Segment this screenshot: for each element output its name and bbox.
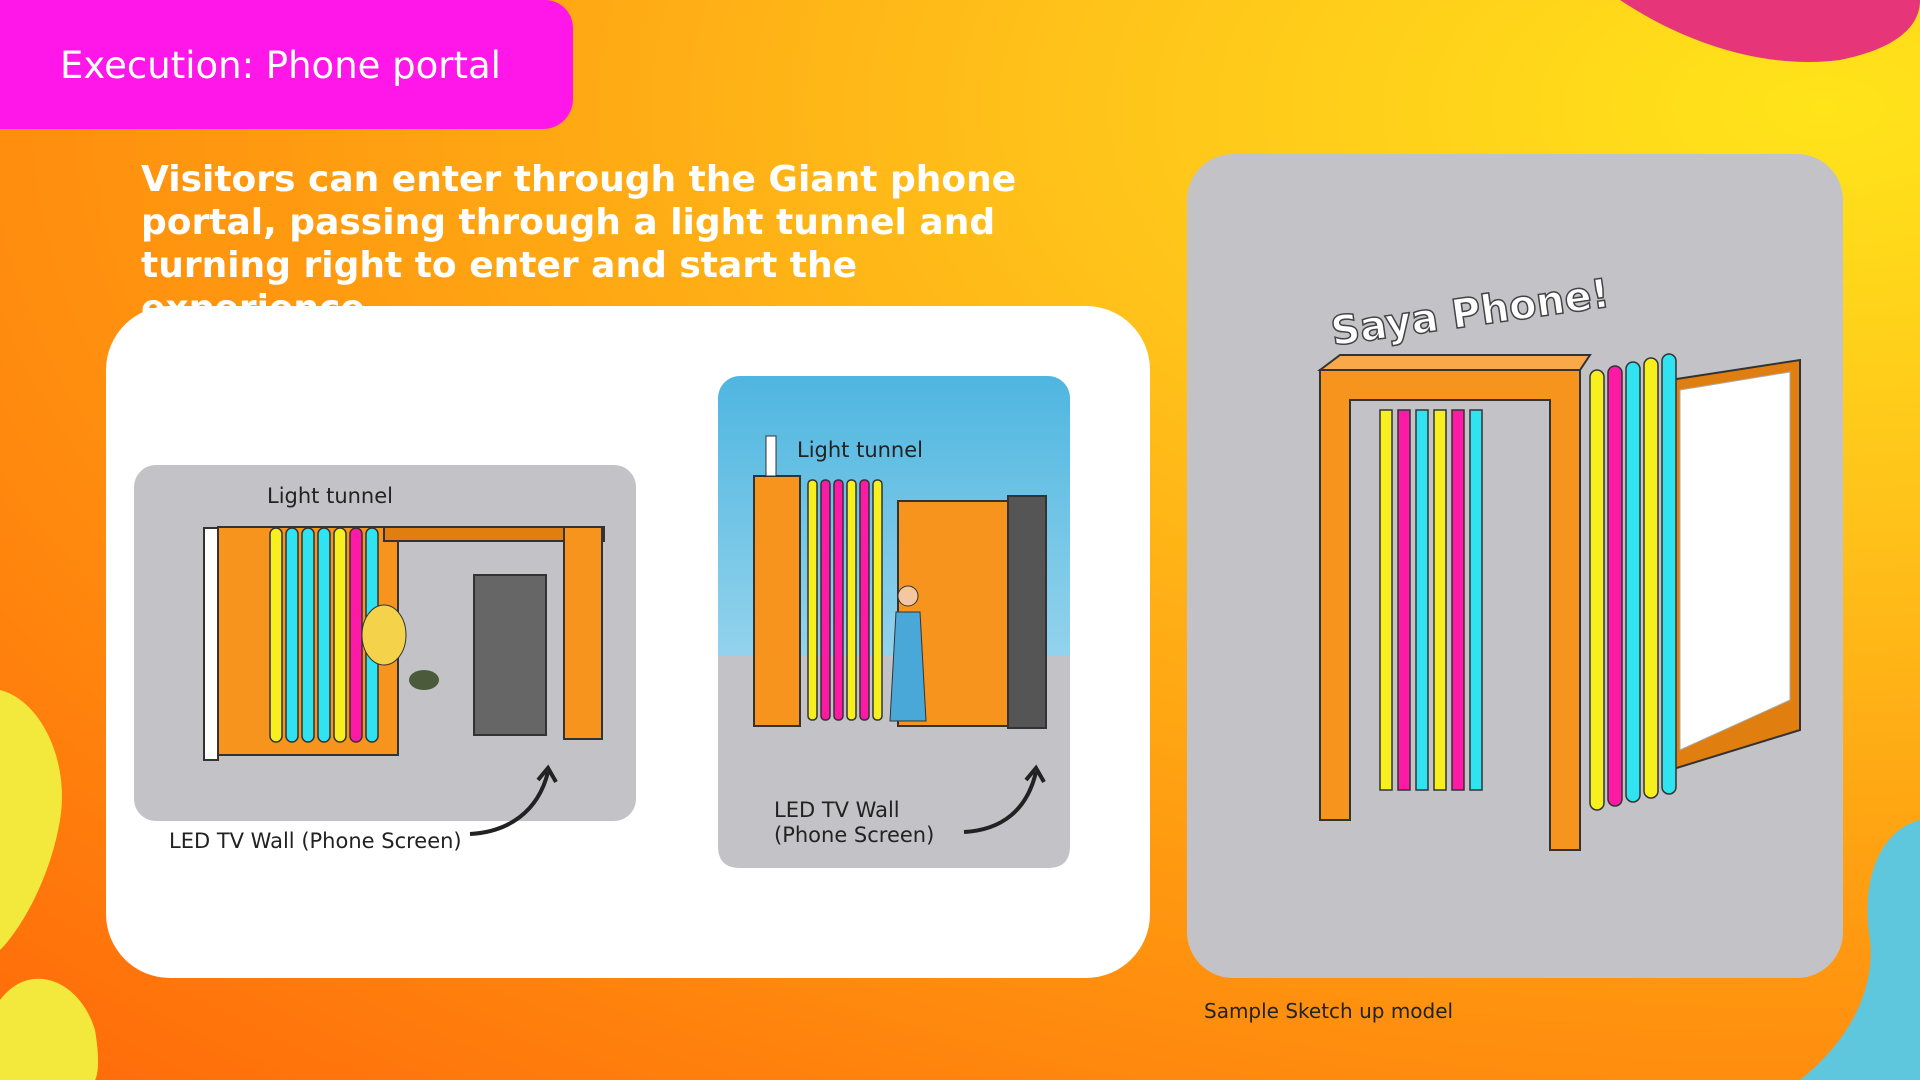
blob-left-yellow: [0, 690, 62, 950]
blob-bottom-right: [1800, 820, 1920, 1080]
plan-light-tunnel-label: Light tunnel: [267, 484, 393, 508]
plan-led-wall-label: LED TV Wall (Phone Screen): [169, 829, 462, 853]
elevation-led-wall-label-line1: LED TV Wall: [774, 798, 900, 822]
plan-view-diagram: [134, 465, 636, 821]
blob-top-right: [1620, 0, 1920, 62]
elevation-led-wall-label-line2: (Phone Screen): [774, 823, 935, 847]
title-banner: Execution: Phone portal: [0, 0, 573, 129]
intro-text: Visitors can enter through the Giant pho…: [141, 159, 1017, 329]
visitor-figure: [361, 604, 407, 666]
blob-bottom-left: [0, 978, 99, 1080]
woman-figure: [889, 585, 927, 722]
phone-portal-model: [1317, 353, 1801, 851]
elevation-view-diagram: [718, 376, 1070, 868]
elevation-arrow: [963, 764, 1046, 834]
model-caption: Sample Sketch up model: [1204, 999, 1454, 1023]
page-title: Execution: Phone portal: [60, 44, 501, 87]
elevation-light-tunnel-label: Light tunnel: [797, 438, 923, 462]
plan-arrow: [469, 764, 558, 836]
